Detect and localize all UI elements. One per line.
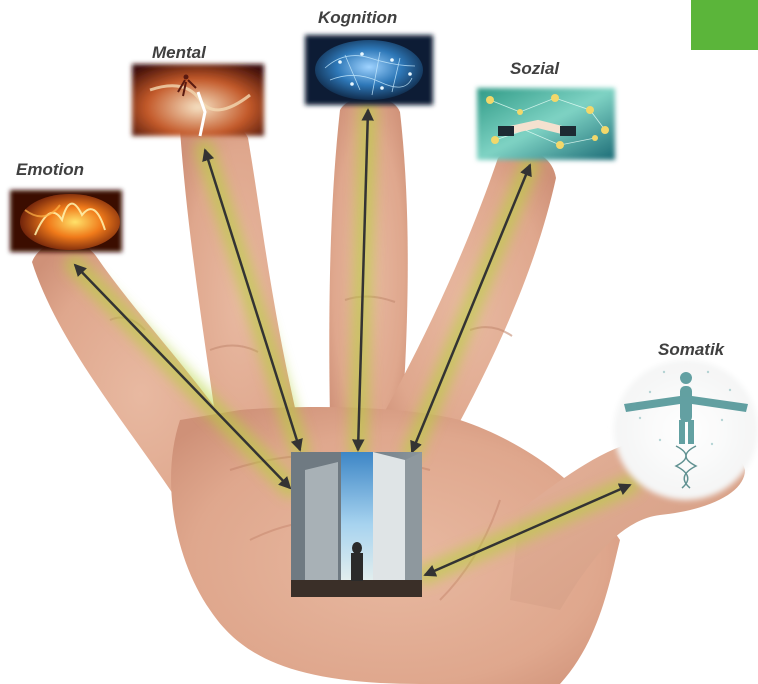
center-image	[291, 452, 422, 597]
emotion-image	[10, 190, 122, 252]
accent-corner-box	[691, 0, 758, 50]
label-sozial: Sozial	[510, 59, 559, 79]
somatik-image	[614, 360, 758, 500]
label-emotion: Emotion	[16, 160, 84, 180]
mental-image	[132, 64, 264, 136]
label-mental: Mental	[152, 43, 206, 63]
kognition-image	[305, 35, 433, 105]
label-somatik: Somatik	[658, 340, 724, 360]
sozial-image	[477, 88, 615, 160]
label-kognition: Kognition	[318, 8, 397, 28]
